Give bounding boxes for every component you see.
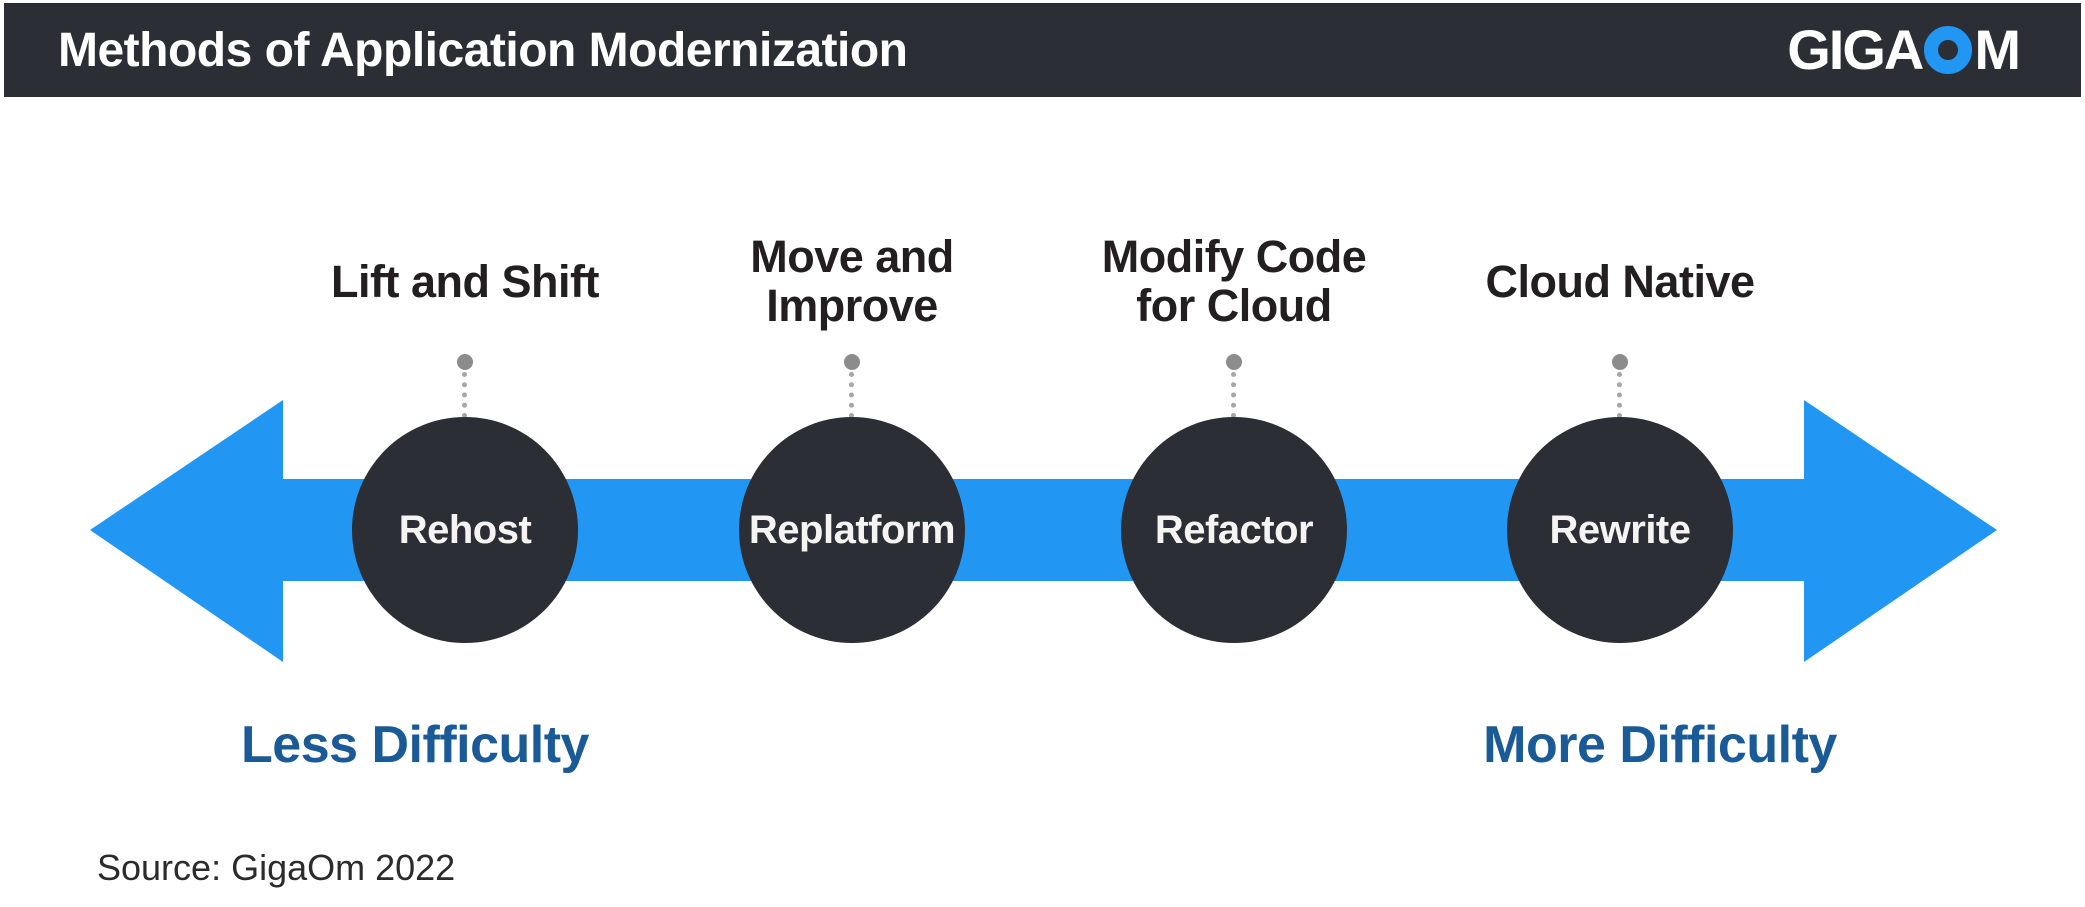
connector-dotted-line (849, 372, 854, 418)
connector-dot-icon (457, 354, 473, 370)
connector-dot-icon (844, 354, 860, 370)
method-label-modify-code-for-cloud: Modify Code for Cloud (1101, 231, 1367, 331)
node-rehost: Rehost (352, 417, 578, 643)
method-label-cloud-native: Cloud Native (1485, 255, 1755, 307)
connector-dot-icon (1226, 354, 1242, 370)
more-difficulty-label: More Difficulty (1483, 716, 1837, 774)
node-label: Rehost (398, 507, 532, 552)
connector-dot-icon (1612, 354, 1628, 370)
arrow-shape (90, 400, 1997, 662)
method-label-move-and-improve: Move and Improve (750, 231, 954, 331)
method-label-lift-and-shift: Lift and Shift (331, 255, 599, 307)
source-note: Source: GigaOm 2022 (97, 847, 456, 888)
logo-text-giga: GIGA (1787, 18, 1924, 81)
header-bar: Methods of Application Modernization GIG… (4, 3, 2081, 97)
page-title: Methods of Application Modernization (58, 23, 908, 77)
less-difficulty-label: Less Difficulty (241, 716, 589, 774)
node-label: Rewrite (1549, 507, 1692, 552)
gigaom-o-icon (1924, 26, 1973, 74)
connector-dotted-line (462, 372, 467, 418)
node-replatform: Replatform (739, 417, 965, 643)
node-refactor: Refactor (1121, 417, 1347, 643)
gigaom-logo: GIGA M (1787, 18, 2021, 81)
connector-dotted-line (1617, 372, 1622, 418)
connector-dotted-line (1231, 372, 1236, 418)
logo-text-m: M (1974, 18, 2021, 81)
node-label: Replatform (748, 507, 956, 552)
node-label: Refactor (1154, 507, 1314, 552)
node-rewrite: Rewrite (1507, 417, 1733, 643)
